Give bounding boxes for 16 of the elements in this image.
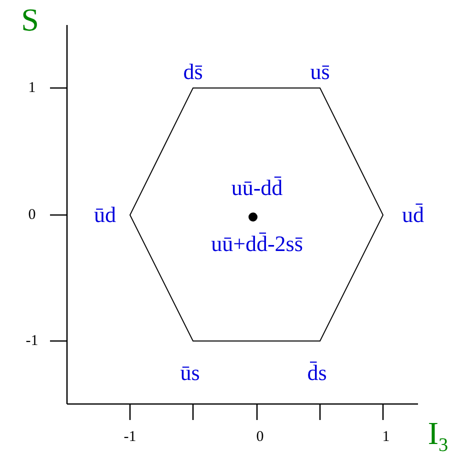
- quark-label: ud̄: [402, 202, 424, 228]
- quark-label: ds̄: [183, 60, 203, 84]
- axis-title: I$_{3}$: [428, 416, 448, 456]
- tick-label: 1: [28, 80, 36, 96]
- tick-label: 1: [382, 428, 390, 446]
- quark-label: d̄s: [307, 360, 327, 386]
- tick-label: 0: [256, 428, 264, 446]
- axis-title: S: [21, 2, 39, 38]
- tick-label: 0: [28, 206, 36, 224]
- quark-label: ūd: [94, 202, 116, 228]
- tick-label: -1: [124, 428, 136, 446]
- quark-label: us̄: [310, 60, 330, 84]
- tick-label: -1: [26, 332, 38, 350]
- quark-label: uū-dd̄: [231, 176, 283, 200]
- quark-label: ūs: [180, 360, 200, 386]
- quark-label: uū+dd̄-2ss̄: [211, 232, 303, 256]
